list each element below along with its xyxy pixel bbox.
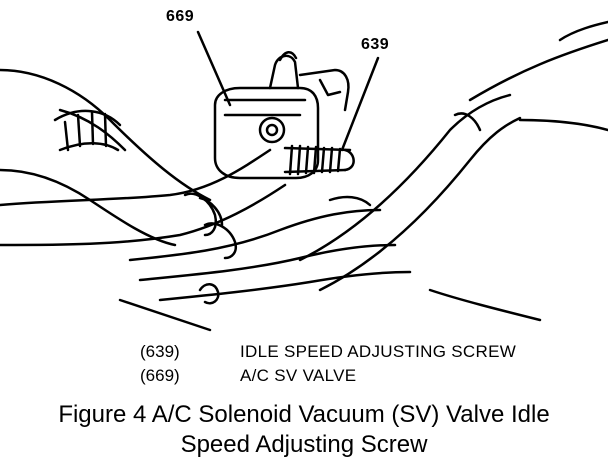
valve-body xyxy=(213,86,320,180)
valve-top xyxy=(268,54,300,90)
callout-639: 639 xyxy=(361,36,390,53)
left-hose-lower xyxy=(0,168,177,247)
clamp-1 xyxy=(183,192,217,237)
valve-fitting xyxy=(258,116,286,144)
right-body-top xyxy=(468,38,608,102)
caption-line-2: Speed Adjusting Screw xyxy=(180,431,428,458)
figure-caption: Figure 4 A/C Solenoid Vacuum (SV) Valve … xyxy=(0,400,608,460)
legend-row: (639) IDLE SPEED ADJUSTING SCREW xyxy=(140,340,600,364)
legend: (639) IDLE SPEED ADJUSTING SCREW (669) A… xyxy=(140,340,600,388)
lower-hose-3 xyxy=(158,270,412,302)
lower-hose-1 xyxy=(128,208,382,262)
valve-bracket xyxy=(298,68,350,112)
right-hose-end xyxy=(453,112,482,132)
legend-ref: (639) xyxy=(140,342,180,361)
legend-description: A/C SV VALVE xyxy=(240,366,357,385)
lower-hose-2 xyxy=(138,243,397,282)
legend-row: (669) A/C SV VALVE xyxy=(140,364,600,388)
legend-ref: (669) xyxy=(140,366,180,385)
leader-669 xyxy=(196,30,232,107)
left-hose-outer xyxy=(0,68,212,202)
right-hose-top xyxy=(298,93,512,262)
leader-639 xyxy=(340,56,380,152)
right-body-bottom xyxy=(518,118,608,132)
clamp-2 xyxy=(203,222,237,260)
main-hose-bottom xyxy=(0,183,287,247)
engine-illustration xyxy=(0,20,608,332)
callout-669: 669 xyxy=(166,8,195,25)
left-hose-inner xyxy=(58,108,127,152)
legend-description: IDLE SPEED ADJUSTING SCREW xyxy=(240,342,517,361)
main-hose-top xyxy=(0,148,272,207)
right-hose-bottom xyxy=(318,116,522,292)
caption-line-1: Figure 4 A/C Solenoid Vacuum (SV) Valve … xyxy=(58,401,550,428)
